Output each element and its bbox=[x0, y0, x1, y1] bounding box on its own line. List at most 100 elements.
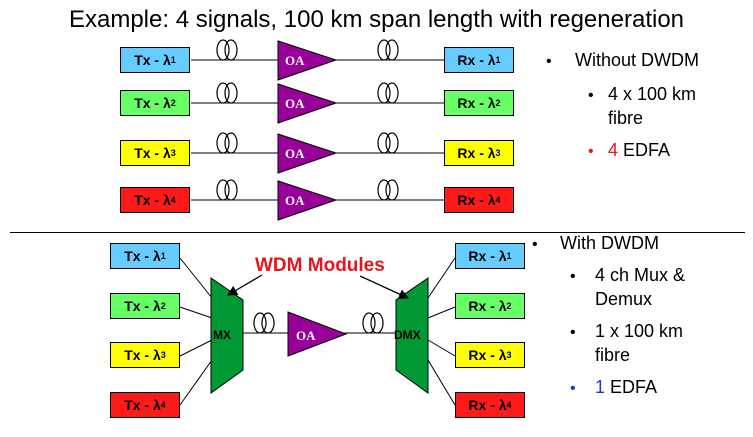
rx-box-1-label: Rx - λ bbox=[457, 52, 496, 68]
without-edfa: 4 EDFA bbox=[608, 138, 670, 162]
with-edfa-count: 1 bbox=[595, 377, 606, 397]
dwdm-rx-box-1-subscript: 1 bbox=[506, 251, 512, 261]
with-mux-line2: Demux bbox=[595, 289, 653, 309]
fibre-coils-top bbox=[216, 39, 399, 201]
dwdm-rx-box-2-label: Rx - λ bbox=[468, 298, 507, 314]
dwdm-tx-box-4-subscript: 4 bbox=[160, 400, 166, 410]
bottom-tx-lines bbox=[179, 257, 213, 406]
fibre-coil-icon bbox=[377, 132, 399, 154]
tx-box-1-label: Tx - λ bbox=[134, 52, 171, 68]
dwdm-rx-box-4-subscript: 4 bbox=[506, 400, 512, 410]
bullet-dot: • bbox=[588, 143, 594, 160]
dwdm-rx-box-2-subscript: 2 bbox=[506, 301, 512, 311]
with-edfa-label: EDFA bbox=[605, 377, 658, 397]
without-edfa-label: EDFA bbox=[618, 140, 671, 160]
wdm-arrow-left bbox=[226, 274, 263, 296]
section-divider bbox=[10, 232, 745, 233]
amplifier-icon bbox=[277, 133, 338, 174]
without-edfa-count: 4 bbox=[608, 140, 619, 160]
fibre-coil-icon bbox=[253, 312, 275, 334]
fibre-coil-icon bbox=[216, 82, 238, 104]
fibre-coil-icon bbox=[216, 179, 238, 201]
rx-box-1-subscript: 1 bbox=[495, 55, 501, 65]
top-links-group bbox=[191, 59, 444, 201]
dwdm-tx-box-4-label: Tx - λ bbox=[124, 397, 161, 413]
rx-box-3-subscript: 3 bbox=[495, 148, 501, 158]
amp-label: OA bbox=[285, 146, 305, 161]
rx-box-3-label: Rx - λ bbox=[457, 145, 496, 161]
tx-box-4-subscript: 4 bbox=[170, 195, 176, 205]
fibre-coil-icon bbox=[377, 82, 399, 104]
amplifier-icon bbox=[277, 83, 338, 124]
bullet-dot: • bbox=[546, 53, 552, 70]
rx-box-4-label: Rx - λ bbox=[457, 192, 496, 208]
amplifier-icon bbox=[277, 40, 338, 81]
amp-label: OA bbox=[285, 53, 305, 68]
wdm-arrow-right bbox=[359, 275, 410, 299]
bullet-dot: • bbox=[570, 268, 576, 285]
bullet-dot: • bbox=[532, 236, 538, 253]
tx-box-3-label: Tx - λ bbox=[134, 145, 171, 161]
slide-title: Example: 4 signals, 100 km span length w… bbox=[68, 6, 685, 33]
tx-box-3-subscript: 3 bbox=[170, 148, 176, 158]
amplifier-icon bbox=[277, 180, 338, 221]
bullet-dot: • bbox=[570, 324, 576, 341]
rx-box-2-label: Rx - λ bbox=[457, 95, 496, 111]
amp-label: OA bbox=[296, 328, 316, 343]
mux-label: MX bbox=[213, 328, 231, 342]
bullet-dot: • bbox=[570, 380, 576, 397]
with-fibre-line1: 1 x 100 km bbox=[595, 321, 684, 341]
fibre-coil-icon bbox=[216, 132, 238, 154]
tx-box-2-subscript: 2 bbox=[170, 98, 176, 108]
without-fibre-line2: fibre bbox=[608, 108, 644, 128]
dwdm-tx-box-2-label: Tx - λ bbox=[124, 298, 161, 314]
fibre-coil-icon bbox=[216, 39, 238, 61]
dwdm-tx-box-2-subscript: 2 bbox=[160, 301, 166, 311]
amplifier-icon bbox=[287, 311, 348, 357]
fibre-coil-icon bbox=[362, 312, 384, 334]
wdm-modules-label: WDM Modules bbox=[255, 255, 385, 276]
tx-box-2-label: Tx - λ bbox=[134, 95, 171, 111]
dwdm-tx-box-1-label: Tx - λ bbox=[124, 248, 161, 264]
rx-box-2-subscript: 2 bbox=[495, 98, 501, 108]
fibre-coil-icon bbox=[377, 39, 399, 61]
tx-box-4-label: Tx - λ bbox=[134, 192, 171, 208]
dwdm-rx-box-4-label: Rx - λ bbox=[468, 397, 507, 413]
amplifiers-top bbox=[277, 40, 338, 221]
with-edfa: 1 EDFA bbox=[595, 375, 657, 399]
bullet-dot: • bbox=[588, 87, 594, 104]
tx-box-1-subscript: 1 bbox=[170, 55, 176, 65]
dwdm-rx-box-3-label: Rx - λ bbox=[468, 347, 507, 363]
dwdm-tx-box-3-subscript: 3 bbox=[160, 350, 166, 360]
without-fibre-line1: 4 x 100 km bbox=[608, 84, 697, 104]
rx-box-4-subscript: 4 bbox=[495, 195, 501, 205]
fibre-coils-bottom bbox=[253, 312, 384, 334]
fibre-coil-icon bbox=[377, 179, 399, 201]
dwdm-rx-box-3-subscript: 3 bbox=[506, 350, 512, 360]
amp-label: OA bbox=[285, 193, 305, 208]
with-heading: With DWDM bbox=[560, 233, 659, 253]
dwdm-tx-box-1-subscript: 1 bbox=[160, 251, 166, 261]
amp-label: OA bbox=[285, 96, 305, 111]
without-heading: Without DWDM bbox=[575, 50, 700, 70]
dwdm-tx-box-3-label: Tx - λ bbox=[124, 347, 161, 363]
with-fibre-line2: fibre bbox=[595, 345, 631, 365]
amp-labels-top: OA OA OA OA bbox=[285, 53, 305, 208]
demux-label: DMX bbox=[394, 328, 421, 342]
bottom-rx-lines bbox=[427, 257, 456, 406]
with-mux-line1: 4 ch Mux & bbox=[595, 265, 686, 285]
